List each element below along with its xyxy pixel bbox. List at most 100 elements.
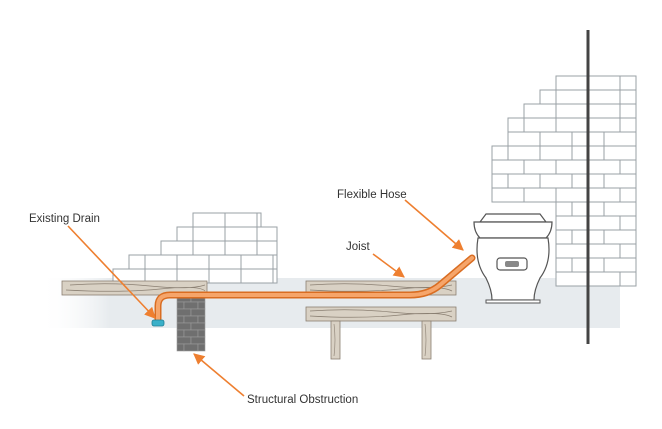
- brick: [587, 103, 621, 119]
- brick: [539, 89, 557, 105]
- brick: [619, 117, 637, 133]
- brick: [555, 243, 589, 259]
- brick: [619, 187, 637, 203]
- brick: [507, 173, 541, 189]
- existing-drain-arrow: [67, 225, 156, 319]
- brick: [587, 215, 621, 231]
- brick: [160, 240, 194, 256]
- brick: [491, 145, 509, 161]
- obstruction-brick: [183, 343, 199, 352]
- flexible-hose: [154, 254, 476, 326]
- flexible-hose-label: Flexible Hose: [337, 189, 407, 201]
- brick: [603, 257, 637, 273]
- structural-obstruction-arrow: [193, 353, 245, 397]
- brick: [555, 271, 589, 287]
- brick: [587, 75, 621, 91]
- structural-obstruction-label: Structural Obstruction: [247, 394, 358, 406]
- brick: [555, 229, 573, 245]
- brick: [256, 226, 278, 242]
- brick: [555, 215, 589, 231]
- flexible-hose-arrow: [404, 199, 464, 251]
- obstruction-brick: [197, 343, 206, 352]
- obstruction-brick: [176, 322, 192, 331]
- obstruction-brick: [183, 315, 199, 324]
- brick: [240, 268, 274, 284]
- obstruction-brick: [197, 329, 206, 338]
- brick: [192, 212, 226, 228]
- brick: [603, 173, 637, 189]
- obstruction-brick: [183, 329, 199, 338]
- joist-label: Joist: [346, 241, 370, 253]
- brick: [523, 187, 557, 203]
- brick: [128, 254, 146, 270]
- obstruction-brick: [197, 301, 206, 310]
- brick: [491, 159, 525, 175]
- brick: [224, 226, 258, 242]
- brick: [523, 117, 557, 133]
- obstruction-brick: [190, 336, 206, 345]
- brick: [587, 243, 621, 259]
- brick: [491, 187, 525, 203]
- brick: [224, 212, 258, 228]
- brick: [256, 212, 262, 228]
- brick: [619, 271, 637, 287]
- brick: [256, 240, 278, 256]
- brick: [144, 254, 178, 270]
- obstruction-brick: [176, 343, 185, 352]
- brick: [539, 145, 573, 161]
- obstruction-brick: [176, 329, 185, 338]
- joist-arrow: [372, 253, 405, 278]
- obstruction-brick: [176, 315, 185, 324]
- brick: [587, 159, 621, 175]
- brick: [603, 131, 637, 147]
- brick: [192, 226, 226, 242]
- brick: [587, 271, 621, 287]
- obstruction-brick: [176, 336, 192, 345]
- obstruction-brick: [183, 301, 199, 310]
- brick: [192, 240, 226, 256]
- brick: [176, 226, 194, 242]
- toilet-icon: [473, 213, 553, 304]
- brick: [587, 117, 621, 133]
- brick: [587, 89, 621, 105]
- brick: [587, 187, 621, 203]
- obstruction-brick: [176, 301, 185, 310]
- brick: [555, 75, 589, 91]
- brick: [507, 145, 541, 161]
- brick: [619, 243, 637, 259]
- brick: [555, 187, 589, 203]
- brick-wall-left: [112, 212, 278, 284]
- drain-icon: [151, 319, 165, 327]
- obstruction-brick: [190, 322, 206, 331]
- brick: [240, 254, 274, 270]
- brick: [603, 201, 637, 217]
- brick: [555, 89, 589, 105]
- brick: [603, 229, 637, 245]
- brick: [619, 103, 637, 119]
- brick: [539, 173, 573, 189]
- brick: [555, 103, 589, 119]
- brick: [523, 103, 557, 119]
- brick: [208, 254, 242, 270]
- brick: [491, 173, 509, 189]
- brick: [507, 117, 525, 133]
- brick: [619, 159, 637, 175]
- brick: [539, 131, 573, 147]
- brick: [507, 131, 541, 147]
- obstruction-brick: [176, 308, 192, 317]
- brick: [619, 215, 637, 231]
- brick: [208, 268, 242, 284]
- brick: [603, 145, 637, 161]
- structural-obstruction: [176, 294, 206, 352]
- brick: [224, 240, 258, 256]
- brick: [272, 254, 278, 270]
- brick: [272, 268, 278, 284]
- existing-drain-label: Existing Drain: [29, 213, 100, 225]
- brick: [555, 159, 589, 175]
- obstruction-brick: [197, 315, 206, 324]
- brick: [555, 257, 573, 273]
- brick: [555, 201, 573, 217]
- obstruction-brick: [190, 308, 206, 317]
- brick: [619, 89, 637, 105]
